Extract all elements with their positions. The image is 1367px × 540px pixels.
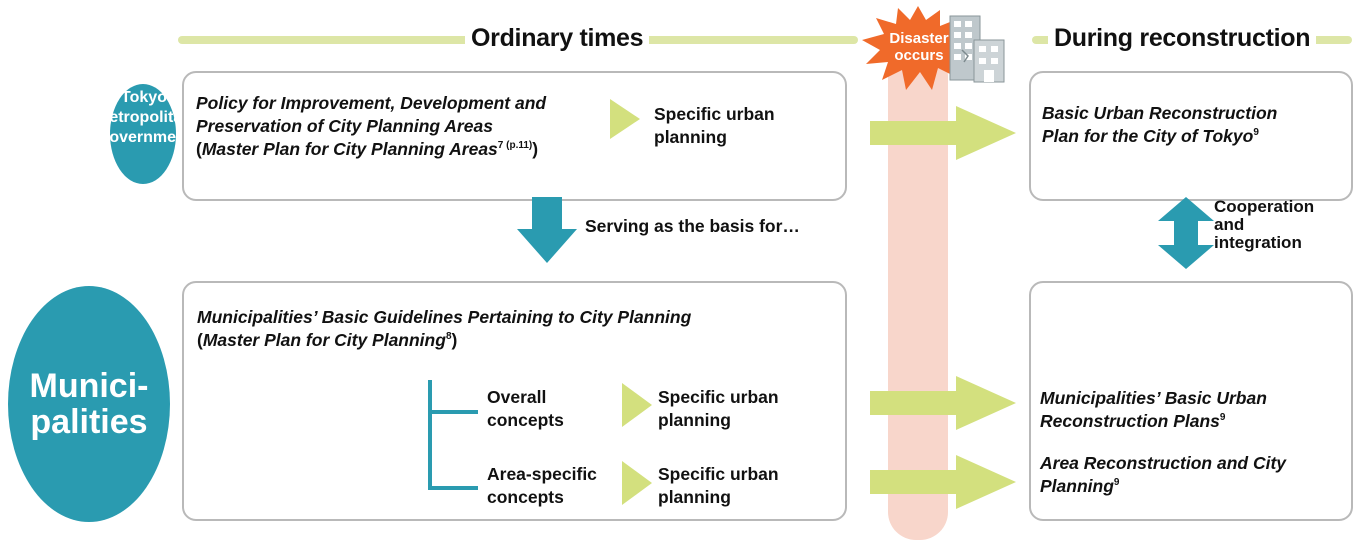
chevron-arrow-icon [622,461,652,505]
tokyo-reconstruction-plan-box [1029,71,1353,201]
tmg-specific-urban-planning: Specific urban planning [654,104,775,147]
chevron-arrow-icon [610,99,640,139]
tmg-policy-text: Policy for Improvement, Development and … [196,93,547,159]
overall-concepts-label: Overall concepts [487,387,564,430]
area-reconstruction-text: Area Reconstruction and City Planning9 [1040,453,1287,496]
area-specific-urban-planning: Specific urban planning [658,464,779,507]
down-arrow-icon [517,197,577,263]
serving-basis-label: Serving as the basis for… [585,216,800,236]
building-icon [949,15,1005,83]
municipal-guidelines-box [182,281,847,521]
municipal-guidelines-text: Municipalities’ Basic Guidelines Pertain… [197,307,692,350]
tokyo-metropolitan-government-oval [110,84,176,184]
municipal-reconstruction-plans-text: Municipalities’ Basic Urban Reconstructi… [1040,388,1267,431]
double-arrow-icon [1158,197,1214,269]
header-ordinary-times: Ordinary times [465,24,650,53]
overall-specific-urban-planning: Specific urban planning [658,387,779,430]
tokyo-reconstruction-plan-text: Basic Urban Reconstruction Plan for the … [1042,103,1278,146]
disaster-burst-icon [862,6,976,90]
municipal-reconstruction-box [1029,281,1353,521]
chevron-arrow-icon [622,383,652,427]
right-arrow-icon [870,106,1016,160]
cooperation-label: Cooperation and integration [1214,197,1315,252]
right-arrow-icon [870,376,1016,430]
tmg-policy-box [182,71,847,201]
tokyo-metropolitan-government-label: Tokyo Metropolitan Government [96,89,192,146]
header-during-reconstruction: During reconstruction [1048,24,1317,53]
right-arrow-icon [870,455,1016,509]
municipalities-oval: Munici- palities [8,286,170,522]
disaster-occurs-label: Disaster occurs [889,30,949,64]
area-specific-concepts-label: Area-specific concepts [487,464,597,507]
concepts-bracket [428,380,478,490]
